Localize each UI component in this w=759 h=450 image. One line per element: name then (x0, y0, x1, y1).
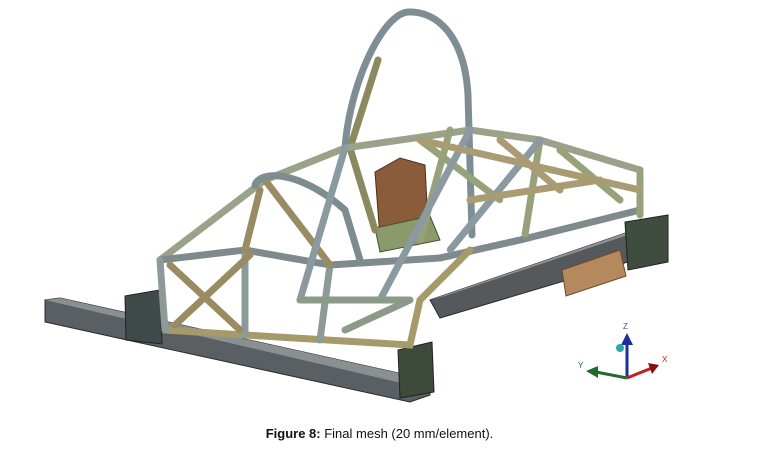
figure-label: Figure 8: (265, 426, 321, 441)
z-axis-label: Z (623, 322, 628, 331)
figure-caption: Figure 8: Final mesh (20 mm/element). (0, 426, 759, 441)
axis-triad: Z Y X (578, 322, 668, 380)
x-axis-label: X (662, 355, 668, 364)
tube-frame (156, 8, 644, 349)
caption-text: Final mesh (20 mm/element). (320, 426, 494, 441)
mesh-figure: Z Y X (44, 8, 669, 403)
base-beams (44, 157, 669, 403)
y-axis-label: Y (578, 361, 584, 370)
